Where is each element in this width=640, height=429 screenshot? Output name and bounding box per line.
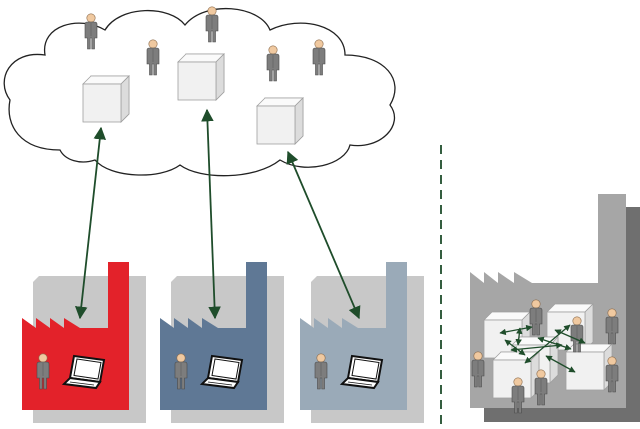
internal-arrows [499,324,586,373]
factory-red [22,262,146,423]
cube-icon-1 [82,75,130,123]
bidirectional-arrow-icon [201,108,221,320]
factory-light [300,262,424,423]
bidirectional-arrow-icon [74,126,107,320]
bidirectional-arrow-icon [286,150,361,320]
cube-icon [565,343,613,391]
cube-icon-2 [177,53,225,101]
cube-icon-3 [256,97,304,145]
factory-blue [160,262,284,423]
consolidated-factory [470,194,640,422]
